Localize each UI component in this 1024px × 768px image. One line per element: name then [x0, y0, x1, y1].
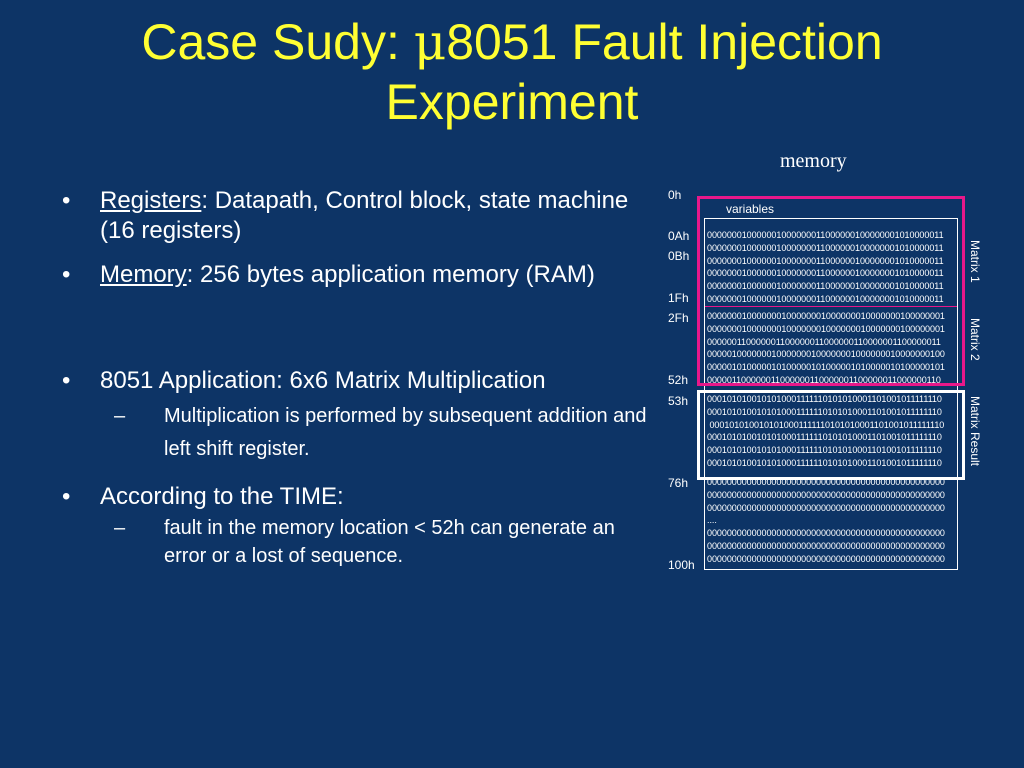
title-line-2: Experiment: [385, 74, 639, 130]
memory-row: 0001010100101010001111110101010001101001…: [707, 419, 945, 430]
time-text: According to the TIME:: [100, 483, 344, 510]
variables-label: variables: [726, 202, 775, 216]
bullet-dot: •: [62, 483, 71, 510]
memory-row: 0000000100000001000000010000000100000001…: [707, 323, 945, 334]
bullet-time: • According to the TIME:: [62, 482, 652, 512]
address-label: 53h: [668, 394, 689, 408]
registers-text: : Datapath, Control block, state machine…: [100, 187, 629, 244]
matrix-result-rows: 0001010100101010001111110101010001101001…: [707, 393, 957, 470]
address-label: 76h: [668, 476, 689, 490]
memory-row: 0000010000000100000001000000010000000100…: [707, 349, 945, 360]
slide-title: Case Sudy: μ8051 Fault Injection Experim…: [0, 12, 1024, 132]
memory-row: ....: [707, 515, 717, 526]
title-line-1: Case Sudy: μ8051 Fault Injection: [0, 12, 1024, 72]
matrix-result-label: Matrix Result: [968, 396, 982, 467]
matrix-input-frame: [697, 196, 965, 386]
matrix-2-rows: 0000000100000001000000010000000100000001…: [707, 310, 957, 387]
matrix-1-rows: 0000000100000010000000110000001000000010…: [707, 229, 957, 306]
memory-row: 0000000000000000000000000000000000000000…: [707, 502, 945, 513]
bullet-dot: •: [62, 261, 71, 288]
memory-row: 0001010100101010001111110101010001101001…: [707, 445, 942, 456]
memory-row: 0000000100000010000000110000001000000010…: [707, 281, 944, 292]
sub-bullet-dash: –: [114, 405, 126, 427]
matrix-divider: [705, 306, 957, 307]
address-label: 52h: [668, 373, 689, 387]
memory-row: 0001010100101010001111110101010001101001…: [707, 432, 942, 443]
memory-row: 0000011000000110000001100000011000000110…: [707, 374, 941, 385]
application-text: 8051 Application: 6x6 Matrix Multiplicat…: [100, 367, 546, 394]
memory-rest-rows: 0000000000000000000000000000000000000000…: [707, 476, 957, 566]
sub-bullet-multiplication: – Multiplication is performed by subsequ…: [62, 400, 652, 466]
multiplication-text: Multiplication is performed by subsequen…: [164, 405, 647, 460]
bullet-application: • 8051 Application: 6x6 Matrix Multiplic…: [62, 366, 652, 396]
title-prefix: Case Sudy:: [141, 14, 414, 70]
title-suffix: 8051 Fault Injection: [446, 14, 883, 70]
memory-label: memory: [780, 150, 847, 172]
memory-row: 0000000000000000000000000000000000000000…: [707, 540, 945, 551]
memory-row: 0000010100000101000001010000010100000101…: [707, 362, 945, 373]
bullet-dot: •: [62, 367, 71, 394]
memory-row: 0000000000000000000000000000000000000000…: [707, 528, 945, 539]
bullet-memory: • Memory: 256 bytes application memory (…: [62, 260, 652, 290]
matrix-2-label: Matrix 2: [968, 318, 982, 361]
memory-term: Memory: [100, 261, 187, 288]
registers-term: Registers: [100, 187, 202, 214]
memory-row: 0000000100000001000000010000000100000001…: [707, 311, 945, 321]
memory-text: : 256 bytes application memory (RAM): [186, 261, 595, 288]
address-label: 2Fh: [668, 311, 689, 325]
memory-row: 0001010100101010001111110101010001101001…: [707, 394, 942, 404]
memory-row: 0000000100000010000000110000001000000010…: [707, 293, 944, 304]
address-label: 1Fh: [668, 291, 689, 305]
bullet-list: • Registers: Datapath, Control block, st…: [62, 186, 652, 570]
sub-bullet-fault: – fault in the memory location < 52h can…: [62, 514, 652, 570]
address-label: 0Ah: [668, 229, 690, 243]
memory-row: 0000000000000000000000000000000000000000…: [707, 489, 945, 500]
memory-row: 0001010100101010001111110101010001101001…: [707, 406, 942, 417]
bullet-registers: • Registers: Datapath, Control block, st…: [62, 186, 652, 246]
matrix-result-frame: [697, 390, 965, 480]
memory-row: 0000000100000010000000110000001000000010…: [707, 230, 944, 240]
memory-row: 0000000000000000000000000000000000000000…: [707, 553, 945, 564]
memory-row: 0000000100000010000000110000001000000010…: [707, 242, 944, 253]
memory-row: 0000001100000011000000110000001100000011…: [707, 336, 941, 347]
address-label: 0h: [668, 188, 682, 202]
title-mu-symbol: μ: [413, 13, 447, 71]
memory-block: [704, 218, 958, 570]
address-label: 0Bh: [668, 249, 690, 263]
fault-text: fault in the memory location < 52h can g…: [164, 517, 615, 567]
sub-bullet-dash: –: [114, 517, 126, 539]
bullet-dot: •: [62, 187, 71, 214]
memory-row: 0000000100000010000000110000001000000010…: [707, 268, 944, 279]
address-label: 100h: [668, 558, 695, 572]
memory-row: 0001010100101010001111110101010001101001…: [707, 457, 942, 468]
memory-row: 0000000000000000000000000000000000000000…: [707, 477, 945, 487]
matrix-1-label: Matrix 1: [968, 240, 982, 283]
memory-row: 0000000100000010000000110000001000000010…: [707, 255, 944, 266]
